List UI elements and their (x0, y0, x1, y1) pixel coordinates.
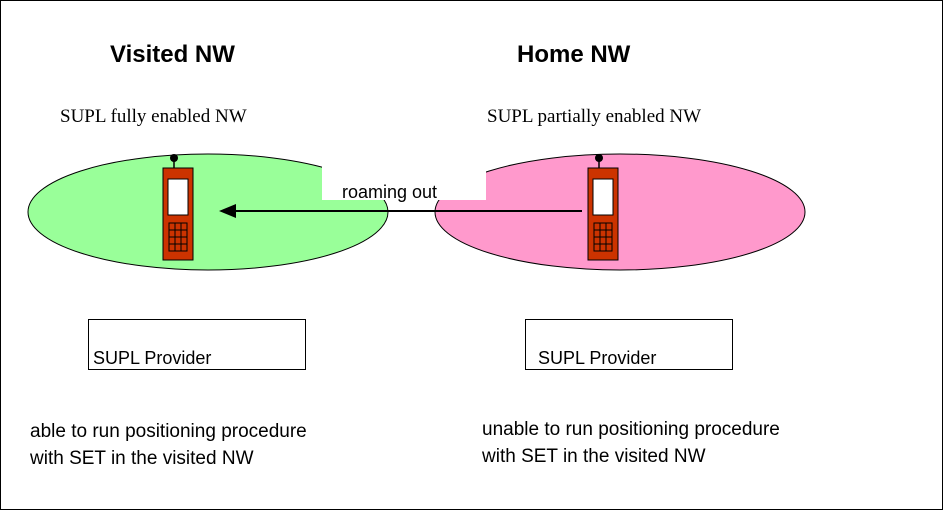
home-note-line-1: unable to run positioning procedure (482, 419, 780, 440)
home-network-subtitle: SUPL partially enabled NW (487, 106, 702, 127)
arrow-head-icon (219, 204, 236, 218)
visited-network-subtitle: SUPL fully enabled NW (60, 106, 247, 127)
mobile-phone-icon (162, 154, 194, 261)
home-network-title: Home NW (517, 41, 631, 68)
roaming-label-box: roaming out (322, 154, 486, 202)
home-note-line-2: with SET in the visited NW (482, 446, 706, 467)
visited-capability-note: able to run positioning procedure with S… (30, 418, 307, 472)
visited-supl-provider-box: SUPL Provider (88, 319, 306, 370)
visited-note-line-1: able to run positioning procedure (30, 421, 307, 442)
visited-network-title: Visited NW (110, 41, 235, 68)
home-supl-provider-label: SUPL Provider (538, 348, 657, 368)
visited-supl-provider-label: SUPL Provider (93, 348, 212, 368)
home-capability-note: unable to run positioning procedure with… (482, 416, 780, 470)
home-supl-provider-box: SUPL Provider (525, 319, 733, 370)
mobile-phone-icon (587, 154, 619, 261)
visited-note-line-2: with SET in the visited NW (30, 448, 254, 469)
roaming-label: roaming out (342, 182, 438, 202)
